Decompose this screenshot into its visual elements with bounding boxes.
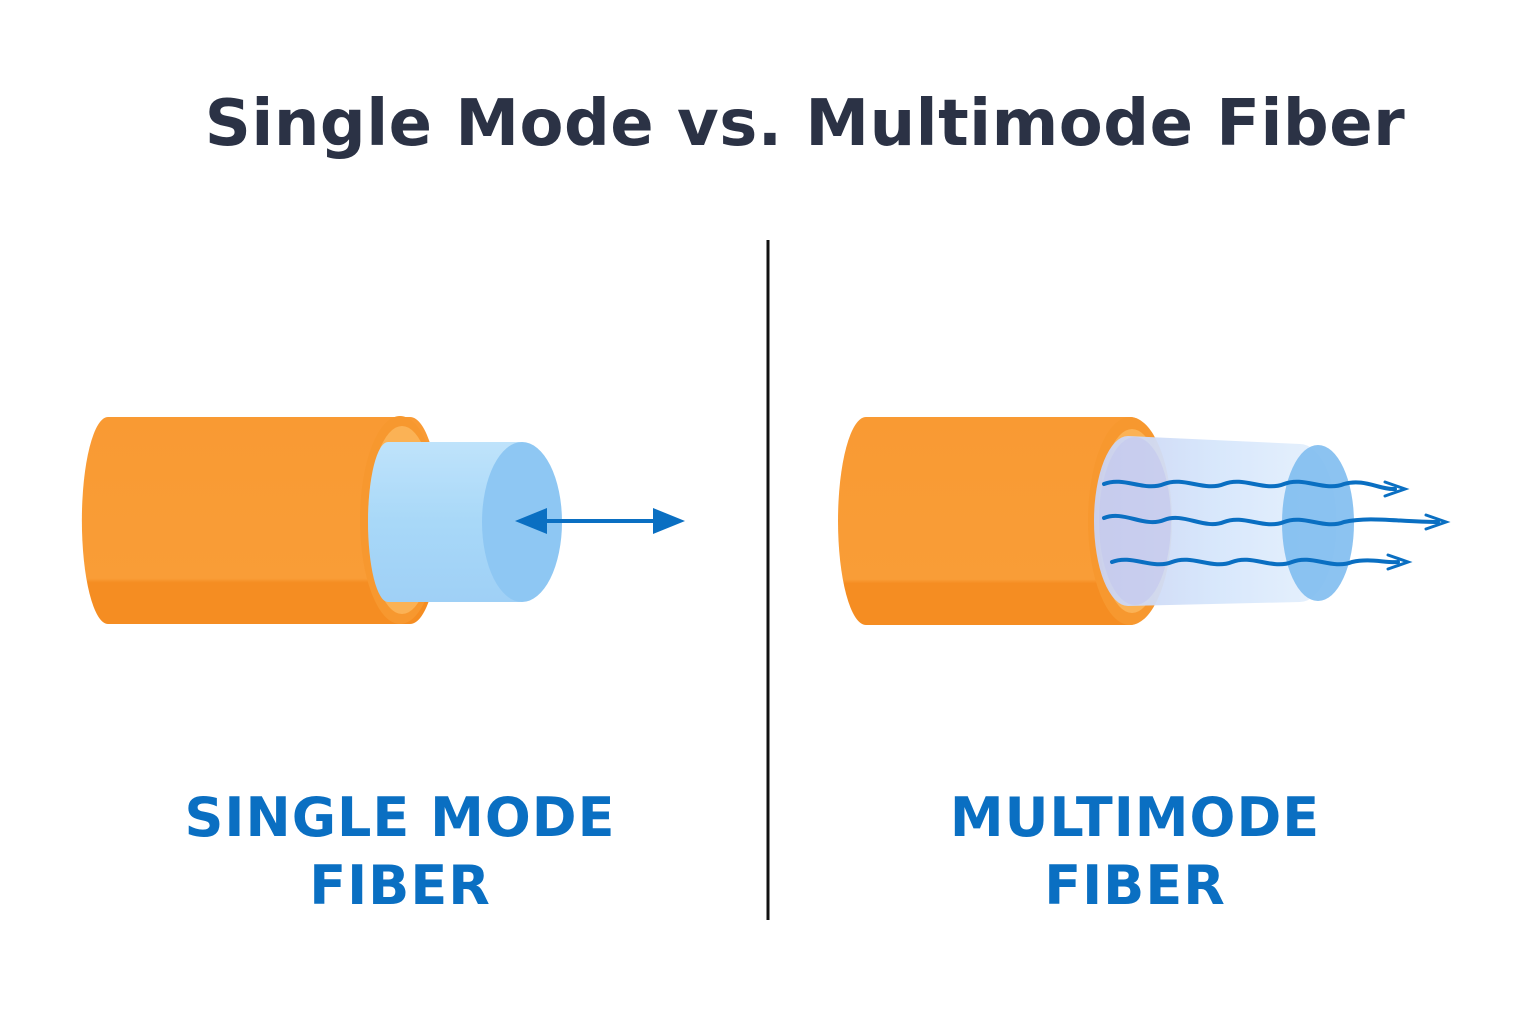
multi-jacket [838, 417, 1168, 625]
single-jacket [81, 417, 441, 624]
multimode-fiber-label: MULTIMODE FIBER [949, 786, 1321, 917]
multimode-fiber-cable-icon [838, 417, 1354, 625]
page-title: Single Mode vs. Multimode Fiber [204, 87, 1406, 161]
single-mode-fiber-cable-icon [81, 416, 562, 624]
wavy-light-ray-icon [1102, 479, 1451, 571]
double-arrow-icon [515, 508, 685, 534]
single-mode-fiber-label: SINGLE MODE FIBER [184, 786, 616, 917]
